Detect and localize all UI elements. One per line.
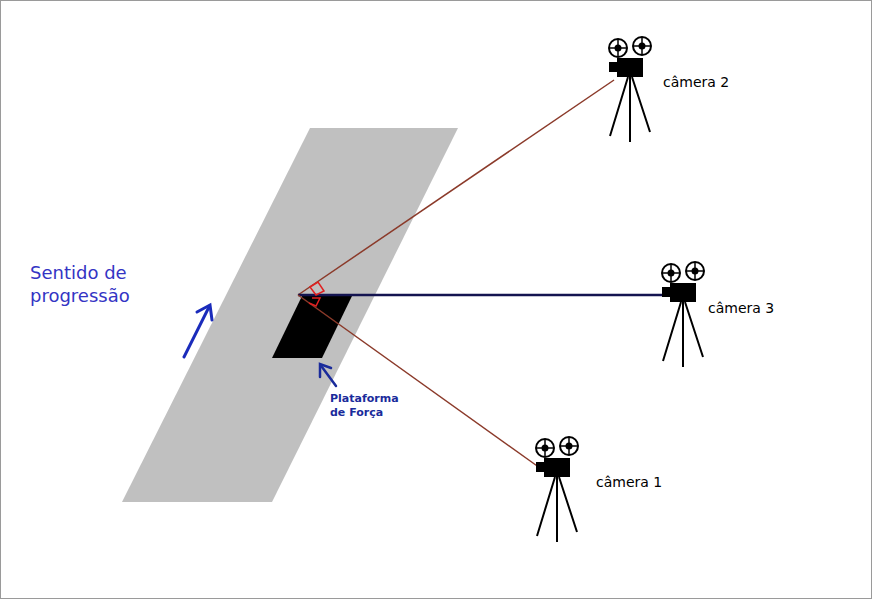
direction-label: Sentido de progressão: [30, 262, 180, 307]
direction-arrow: [184, 305, 212, 357]
camera-label: câmera 2: [663, 74, 729, 92]
camera-lines: [298, 80, 666, 468]
camera-1: [536, 437, 578, 542]
camera-label: câmera 1: [596, 474, 662, 492]
platform-pointer: [320, 364, 336, 386]
right-angle-marks: [309, 282, 324, 306]
camera-label: câmera 3: [708, 300, 774, 318]
walkway: [122, 128, 458, 502]
platform-label: Plataforma de Força: [330, 392, 410, 420]
camera-2: [609, 37, 651, 142]
camera-3: [662, 262, 704, 367]
